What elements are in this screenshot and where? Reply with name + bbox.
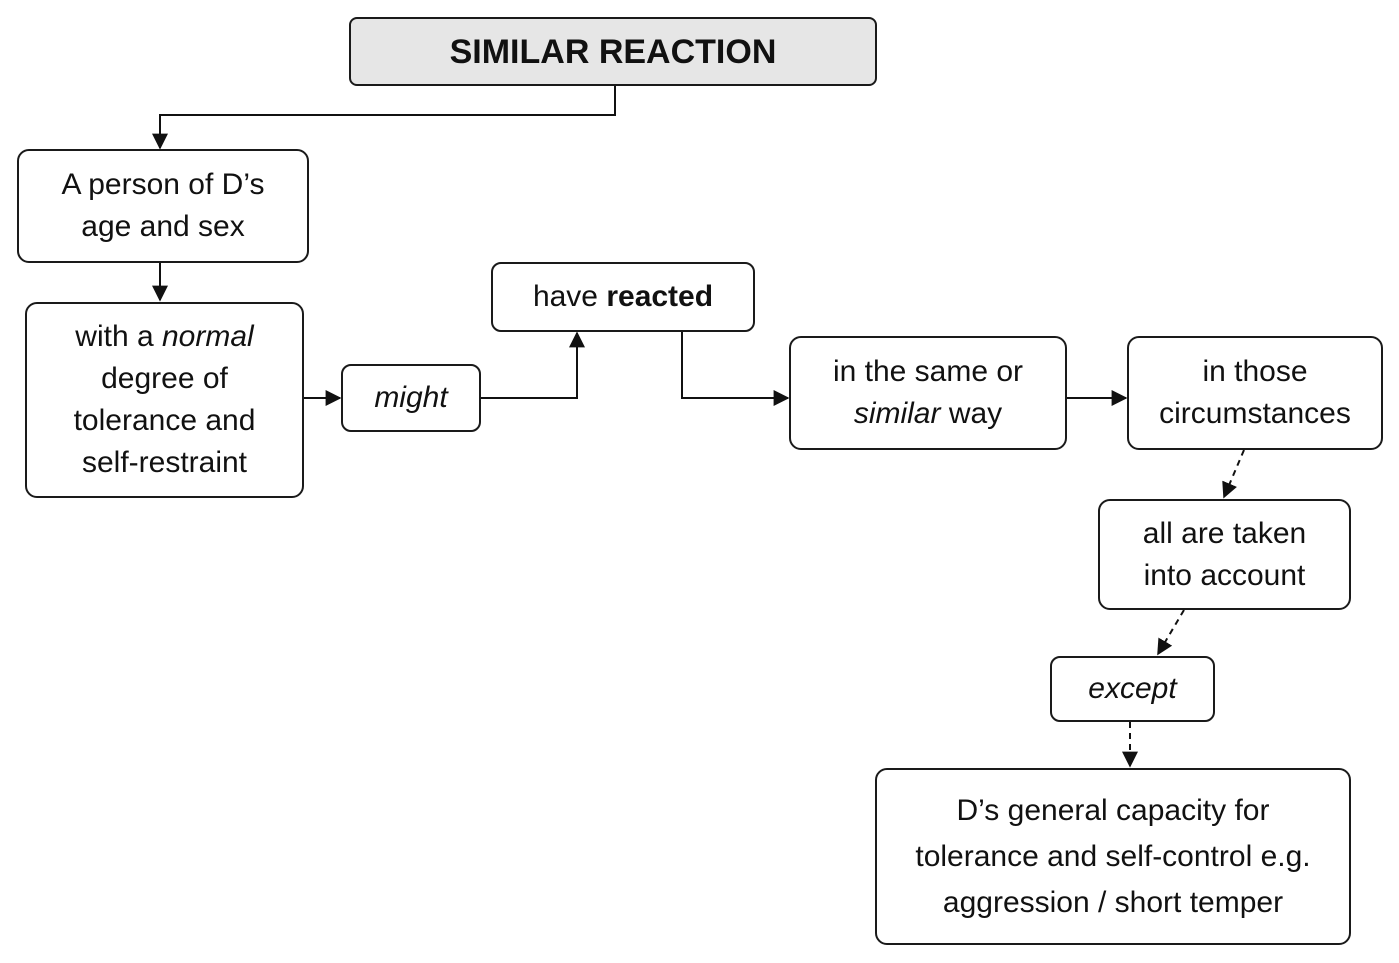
- capacity-line2: tolerance and self-control e.g.: [915, 839, 1311, 873]
- title-text: SIMILAR REACTION: [449, 32, 777, 71]
- title-box: SIMILAR REACTION: [349, 17, 877, 86]
- tolerance-pre: with a: [75, 320, 162, 353]
- node-circumstances: in those circumstances: [1127, 336, 1383, 450]
- except-text: except: [1088, 672, 1177, 705]
- arrow-title-to-person: [152, 86, 616, 150]
- same-way-line1: in the same or: [832, 355, 1024, 388]
- capacity-line1: D’s general capacity for: [956, 793, 1270, 827]
- person-line2: age and sex: [81, 210, 245, 243]
- tolerance-line2: degree of: [101, 362, 228, 395]
- arrow-circumstances-to-all-taken: [1222, 449, 1245, 499]
- node-same-way: in the same or similar way: [789, 336, 1067, 450]
- node-all-taken: all are taken into account: [1098, 499, 1351, 610]
- arrow-might-to-reacted: [481, 331, 585, 399]
- reacted-pre: have: [532, 280, 607, 313]
- same-way-italic: similar: [853, 397, 941, 430]
- arrow-reacted-to-same-way: [681, 332, 790, 406]
- circumstances-line2: circumstances: [1159, 397, 1351, 430]
- circumstances-line1: in those: [1202, 355, 1308, 388]
- tolerance-line3: tolerance and: [73, 404, 256, 437]
- capacity-line3: aggression / short temper: [942, 885, 1284, 919]
- reacted-bold: reacted: [606, 280, 714, 313]
- might-text: might: [374, 381, 448, 414]
- tolerance-line4: self-restraint: [81, 446, 248, 479]
- person-line1: A person of D’s: [61, 168, 265, 201]
- node-except: except: [1050, 656, 1215, 722]
- node-might: might: [341, 364, 481, 432]
- node-capacity: D’s general capacity for tolerance and s…: [875, 768, 1351, 945]
- node-reacted: have reacted: [491, 262, 755, 332]
- same-way-post: way: [940, 397, 1003, 430]
- node-person: A person of D’s age and sex: [17, 149, 309, 263]
- arrow-all-taken-to-except: [1157, 609, 1185, 656]
- tolerance-italic: normal: [162, 320, 254, 353]
- all-taken-line1: all are taken: [1142, 516, 1307, 550]
- node-tolerance: with a normal degree of tolerance and se…: [25, 302, 304, 498]
- all-taken-line2: into account: [1143, 558, 1306, 592]
